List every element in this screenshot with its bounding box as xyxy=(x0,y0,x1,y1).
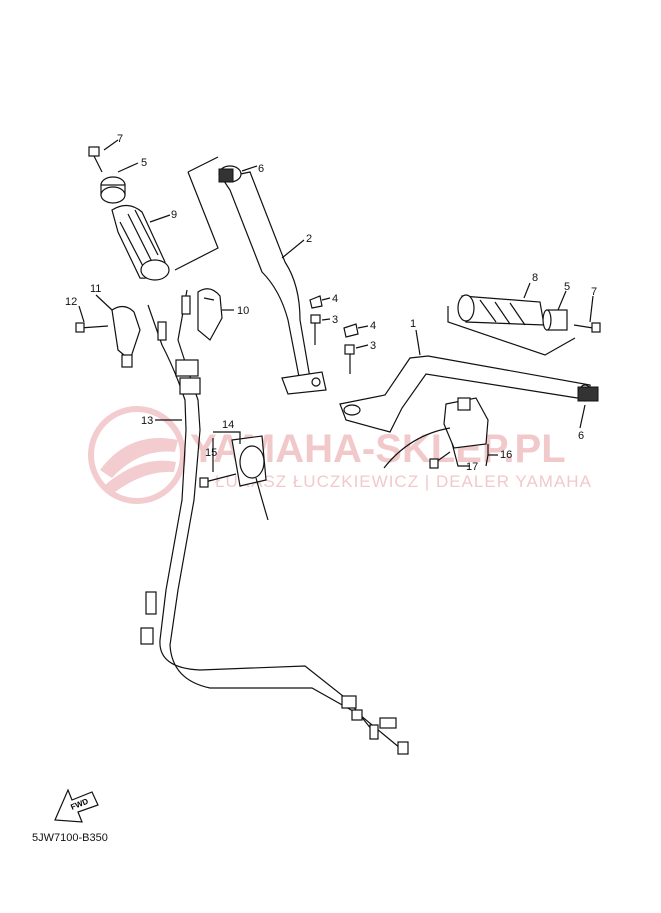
assembly-bracket-upper-left xyxy=(174,156,219,271)
callout-10: 10 xyxy=(237,305,249,317)
callout-5-left: 5 xyxy=(141,157,147,169)
grip-part-9 xyxy=(111,204,170,281)
bar-end-weight-part-5-right xyxy=(542,309,568,331)
callout-13: 13 xyxy=(141,415,153,427)
right-grip-assembly xyxy=(447,294,601,356)
callout-14: 14 xyxy=(222,419,234,431)
callout-4-right: 4 xyxy=(370,320,376,332)
cap-part-4-right xyxy=(343,323,359,338)
screw-part-12 xyxy=(75,322,109,333)
bolt-part-3-right xyxy=(344,344,355,374)
callout-17: 17 xyxy=(466,461,478,473)
bar-end-weight-part-5-left xyxy=(100,176,126,204)
watermark-logo xyxy=(88,406,186,504)
callout-8: 8 xyxy=(532,272,538,284)
bolt-part-7-right xyxy=(573,322,601,333)
callout-4-left: 4 xyxy=(332,293,338,305)
callout-15: 15 xyxy=(205,447,217,459)
left-switch-part-14 xyxy=(231,435,269,521)
callout-1: 1 xyxy=(410,318,416,330)
callout-2: 2 xyxy=(306,233,312,245)
bolt-part-7-left xyxy=(88,146,103,173)
callout-7-right: 7 xyxy=(591,286,597,298)
callout-12: 12 xyxy=(65,296,77,308)
grip-part-8 xyxy=(457,294,545,326)
left-grip-assembly xyxy=(88,139,171,281)
callout-6-right: 6 xyxy=(578,430,584,442)
callout-9: 9 xyxy=(171,209,177,221)
cap-part-4-left xyxy=(309,295,323,309)
screw-part-17 xyxy=(429,451,451,469)
callout-3-right: 3 xyxy=(370,340,376,352)
throttle-cables-part-13 xyxy=(140,289,409,755)
diagram-code: 5JW7100-B350 xyxy=(32,832,108,844)
callout-5-right: 5 xyxy=(564,281,570,293)
screw-part-15 xyxy=(199,473,237,488)
watermark: YAMAHA-SKLEP.PL ŁUKASZ ŁUCZKIEWICZ | DEA… xyxy=(88,406,592,504)
callout-11: 11 xyxy=(90,283,101,295)
forward-direction-arrow: FWD xyxy=(54,788,99,823)
watermark-dealer: ŁUKASZ ŁUCZKIEWICZ | DEALER YAMAHA xyxy=(215,472,592,491)
throttle-housing-part-11 xyxy=(111,305,141,368)
bolt-part-3-left xyxy=(310,314,321,345)
callout-7-left: 7 xyxy=(117,133,123,145)
handlebar-left-part-2 xyxy=(218,165,327,395)
callout-6-left: 6 xyxy=(258,163,264,175)
callout-3-left: 3 xyxy=(332,314,338,326)
throttle-housing-part-10 xyxy=(197,288,223,341)
callout-numbers: 1 2 3 3 4 4 5 5 6 6 7 7 8 9 10 11 12 13 … xyxy=(65,133,597,473)
callout-16: 16 xyxy=(500,449,512,461)
right-switch-part-16 xyxy=(383,397,489,469)
bar-end-cap-part-6-right xyxy=(577,386,599,402)
